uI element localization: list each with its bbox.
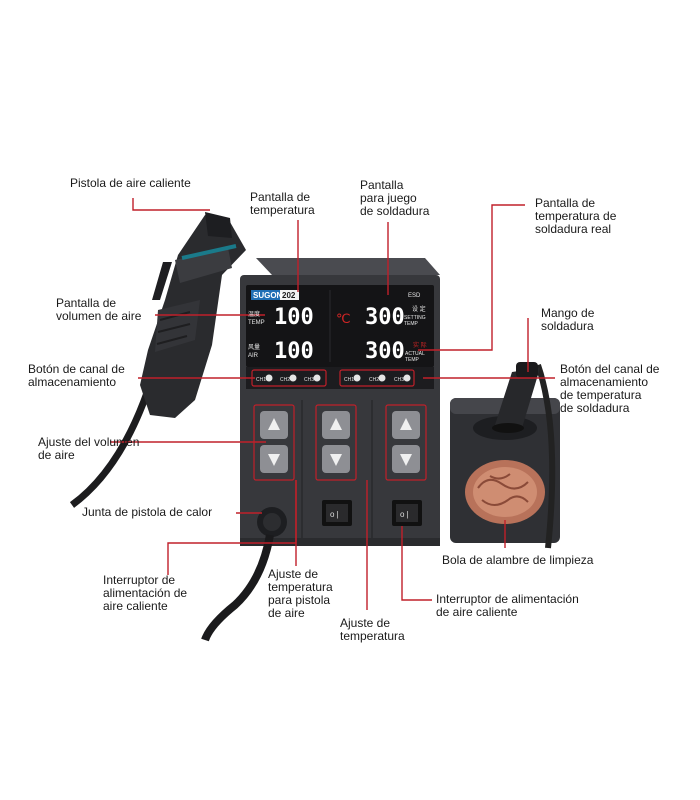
label-heat-gun-joint: Junta de pistola de calor [82,505,213,519]
hot-air-gun [69,212,246,508]
label-air-volume-adjust: Ajuste del volumen de aire [38,435,140,462]
ch3-button-right [403,374,411,382]
ch2-button-left [289,374,297,382]
label-cleaning-ball: Bola de alambre de limpieza [442,553,594,567]
air-tag: AIR [248,353,259,359]
label-real-temp-display: Pantalla de temperatura de soldadura rea… [535,196,617,236]
leader-hot-air-gun [132,198,210,211]
adjust-buttons [253,400,427,538]
ch2-button-right [378,374,386,382]
display-panel [246,285,434,367]
esd-label: ESD [408,293,421,299]
label-storage-channel-left: Botón de canal de almacenamiento [28,362,125,389]
label-hot-air-power-switch: Interruptor de alimentación de aire cali… [103,573,188,613]
right-top-value: 300 [365,305,405,330]
ch1-button-left [265,374,273,382]
actual-tag-cn: 实 际 [413,341,427,349]
temp-tag: TEMP [248,320,265,326]
label-hot-air-gun: Pistola de aire caliente [70,176,191,190]
channel-strip [246,367,434,389]
soldering-handle [492,362,540,433]
heat-gun-joint [201,507,287,642]
ch2-label-right: CH2 [369,377,379,383]
ch1-label-left: CH1 [256,377,266,383]
label-temp-display: Pantalla de temperatura [250,190,315,217]
svg-text:o |: o | [330,510,339,519]
cleaning-wire-ball [465,460,545,524]
air-tag-cn: 风量 [248,344,260,351]
brand-label: SUGON [253,291,283,300]
ch1-label-right: CH1 [344,377,354,383]
celsius-symbol: ℃ [336,311,351,326]
ch2-label-left: CH2 [280,377,290,383]
power-switches: o | o | [322,500,422,526]
model-label: 202 [282,291,296,300]
label-temp-adjust: Ajuste de temperatura [340,616,405,643]
label-air-volume-display: Pantalla de volumen de aire [56,296,142,323]
ch3-label-left: CH3 [304,377,314,383]
label-air-gun-temp-adjust: Ajuste de temperatura para pistola de ai… [268,567,333,620]
right-bottom-value: 300 [365,339,405,364]
setting-tag-cn: 设 定 [412,305,426,313]
left-top-value: 100 [274,305,314,330]
label-solder-display: Pantalla para juego de soldadura [360,178,430,218]
temp-tag-cn: 温度 [248,310,260,318]
leader-right-power-switch [401,526,432,601]
left-bottom-value: 100 [274,339,314,364]
leader-real-temp-display [418,204,525,351]
label-iron-handle: Mango de soldadura [541,306,595,333]
label-storage-channel-right: Botón del canal de almacenamiento de tem… [560,362,660,415]
label-hot-air-power-switch-right: Interruptor de alimentación de aire cali… [436,592,579,619]
leader-lines [110,198,555,610]
ch1-button-right [353,374,361,382]
ch3-button-left [313,374,321,382]
svg-text:o |: o | [400,510,409,519]
ch3-label-right: CH3 [394,377,404,383]
